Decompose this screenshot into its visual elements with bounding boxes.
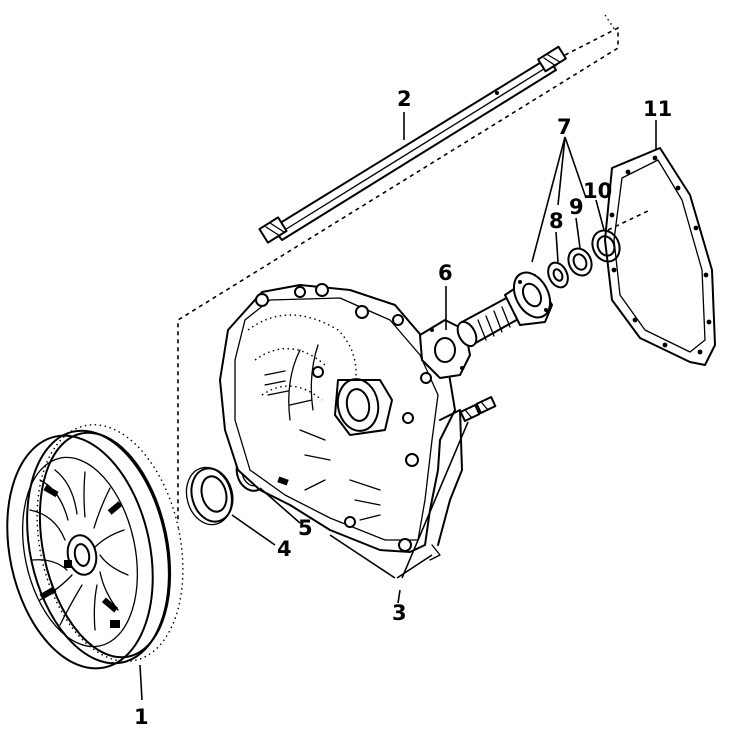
callout-8: 8 bbox=[549, 209, 564, 233]
callout-leaders bbox=[139, 112, 657, 701]
callout-5: 5 bbox=[298, 516, 313, 540]
part-converter-housing bbox=[219, 283, 463, 561]
part-screws bbox=[459, 396, 497, 422]
part-input-shaft bbox=[258, 45, 567, 244]
callout-3: 3 bbox=[392, 601, 407, 625]
part-spacer-ring bbox=[567, 247, 593, 277]
part-output-shaft bbox=[456, 271, 553, 348]
part-oil-seal bbox=[185, 466, 234, 526]
part-torque-converter bbox=[6, 424, 184, 670]
callout-11: 11 bbox=[643, 97, 672, 121]
callout-6: 6 bbox=[438, 261, 453, 285]
callout-labels: 1 2 3 4 5 6 7 8 9 10 11 bbox=[134, 87, 672, 729]
callout-9: 9 bbox=[569, 195, 584, 219]
alignment-guides bbox=[177, 14, 651, 520]
callout-7: 7 bbox=[557, 115, 572, 139]
part-pan-gasket bbox=[604, 147, 716, 366]
part-bearing bbox=[547, 261, 569, 289]
callout-2: 2 bbox=[397, 87, 412, 111]
callout-10: 10 bbox=[583, 179, 612, 203]
callout-1: 1 bbox=[134, 705, 149, 729]
callout-4: 4 bbox=[277, 537, 292, 561]
